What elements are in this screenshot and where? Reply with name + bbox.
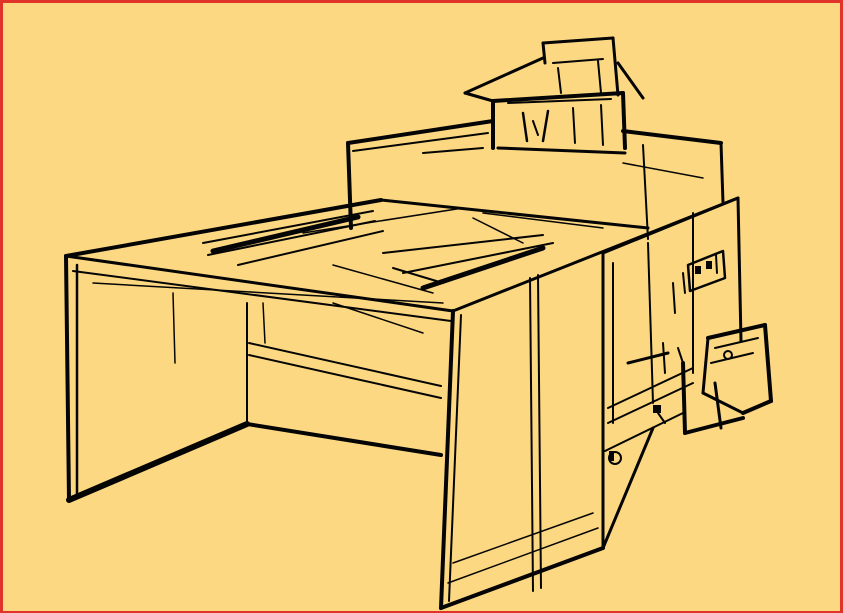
top-duct: [463, 36, 645, 155]
top-deck: [64, 196, 740, 322]
machine-line-drawing: [64, 36, 773, 610]
front-cabinet: [439, 251, 605, 610]
auxiliary-unit: [681, 323, 773, 435]
side-cabinet: [601, 196, 743, 550]
upper-housing: [346, 119, 725, 240]
